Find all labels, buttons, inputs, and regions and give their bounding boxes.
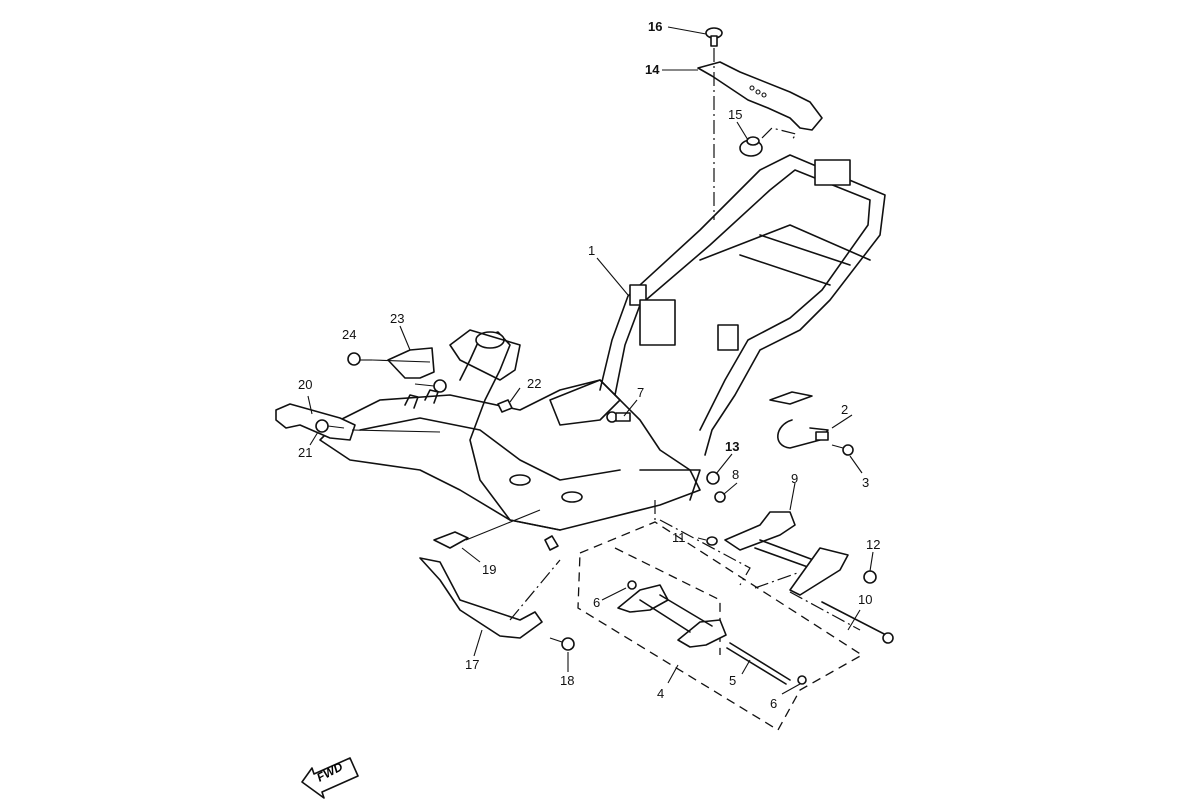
callout-4: 4 (657, 686, 665, 701)
callout-16: 16 (648, 19, 663, 34)
callout-13: 13 (725, 439, 740, 454)
callout-15: 15 (728, 107, 743, 122)
part-16-bolt (705, 27, 723, 47)
part-22-clip (497, 399, 513, 413)
callout-19: 19 (482, 562, 497, 577)
callout-20: 20 (298, 377, 313, 392)
fwd-indicator: FWD (300, 755, 360, 795)
callout-14: 14 (645, 62, 660, 77)
callout-12: 12 (866, 537, 881, 552)
callout-11: 11 (672, 530, 686, 545)
group-4-outline (577, 521, 864, 731)
callout-22: 22 (527, 376, 542, 391)
callout-3: 3 (862, 475, 870, 490)
callout-10: 10 (858, 592, 873, 607)
part-12-bolt (789, 547, 877, 596)
callout-18: 18 (560, 673, 575, 688)
leader-lines (307, 26, 874, 695)
callout-23: 23 (390, 311, 405, 326)
callout-2: 2 (841, 402, 849, 417)
part-18-bolt (549, 637, 575, 651)
callout-7: 7 (637, 385, 645, 400)
part-11-washer (706, 536, 718, 546)
callout-17: 17 (465, 657, 480, 672)
callout-6b: 6 (770, 696, 778, 711)
callout-24: 24 (342, 327, 357, 342)
part-19-pad (433, 531, 469, 549)
part-6-ring-b (797, 675, 807, 685)
part-5-pin (726, 642, 791, 685)
part-6-ring (627, 580, 637, 590)
fwd-label: FWD (314, 759, 346, 785)
part-9-bracket (724, 511, 796, 551)
part-15-rubber-mount (739, 136, 763, 157)
fwd-arrow-icon (301, 757, 359, 799)
callout-6a: 6 (593, 595, 601, 610)
callout-9: 9 (791, 471, 799, 486)
callout-1: 1 (588, 243, 596, 258)
part-7-bolt (606, 411, 631, 423)
part-4-link (617, 584, 727, 648)
callout-8: 8 (732, 467, 740, 482)
part-1-main-frame (319, 154, 886, 551)
part-14-bracket (697, 61, 823, 131)
part-3-bolt (831, 444, 854, 456)
part-13-nut (706, 471, 720, 485)
part-20-bracket (275, 403, 356, 441)
part-8-nut (714, 491, 726, 503)
part-23-plate (387, 347, 435, 379)
callout-21: 21 (298, 445, 313, 460)
part-24-bolt (347, 352, 447, 393)
callout-5: 5 (729, 673, 737, 688)
part-2-hook (769, 391, 829, 449)
part-21-bolt (315, 419, 345, 433)
part-17-bracket (419, 557, 543, 639)
